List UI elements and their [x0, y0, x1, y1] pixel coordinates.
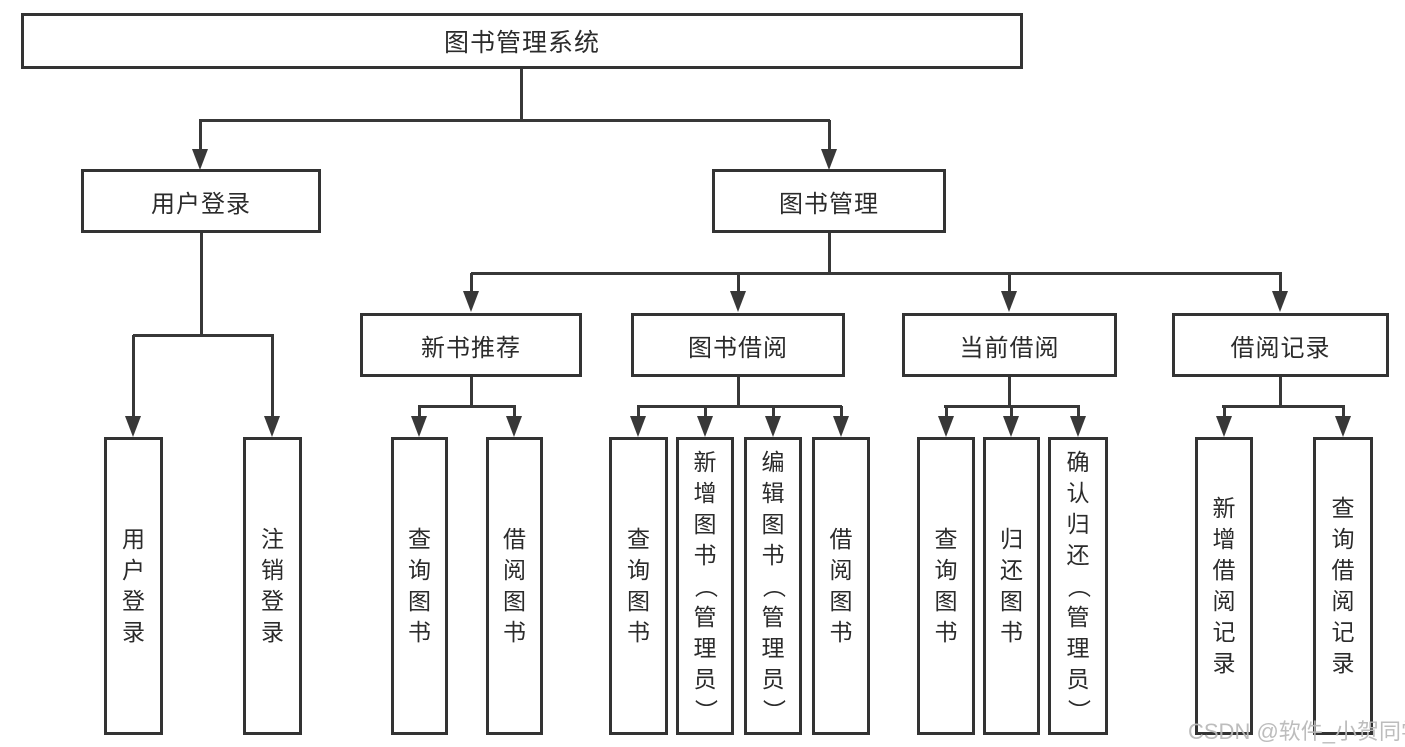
connector-line — [199, 233, 203, 337]
leaf-confirm-return-admin-label: 确认归还（管理员） — [1065, 448, 1092, 722]
arrowhead-down-icon — [630, 416, 646, 437]
connector-line — [637, 404, 842, 408]
leaf-add-books-admin: 新增图书（管理员） — [676, 437, 734, 735]
connector-line — [771, 406, 775, 419]
arrowhead-down-icon — [1003, 416, 1019, 437]
leaf-return-books: 归还图书 — [983, 437, 1040, 735]
leaf-add-books-admin-label: 新增图书（管理员） — [692, 448, 719, 722]
node-new-book-recommend: 新书推荐 — [360, 313, 582, 377]
connector-line — [513, 406, 516, 419]
leaf-current-query-books-label: 查询图书 — [934, 526, 958, 645]
node-borrow-records: 借阅记录 — [1172, 313, 1389, 377]
connector-line — [1076, 406, 1080, 419]
leaf-borrow-books: 借阅图书 — [812, 437, 870, 735]
arrowhead-down-icon — [1069, 416, 1086, 437]
connector-line — [198, 120, 202, 152]
leaf-confirm-return-admin: 确认归还（管理员） — [1048, 437, 1108, 735]
leaf-user-login-label: 用户登录 — [122, 526, 145, 645]
node-book-borrow-label: 图书借阅 — [688, 334, 788, 362]
leaf-newbooks-query-books: 查询图书 — [391, 437, 448, 735]
connector-line — [1341, 406, 1345, 419]
leaf-borrow-query-books-label: 查询图书 — [627, 526, 650, 645]
leaf-logout-label: 注销登录 — [261, 526, 284, 645]
connector-line — [199, 118, 830, 122]
connector-line — [133, 333, 274, 337]
connector-line — [1222, 404, 1345, 408]
leaf-edit-books-admin-label: 编辑图书（管理员） — [760, 448, 787, 722]
node-borrow-records-label: 借阅记录 — [1230, 334, 1331, 362]
leaf-borrow-query-books: 查询图书 — [609, 437, 668, 735]
node-book-management-label: 图书管理 — [779, 190, 879, 218]
connector-line — [827, 231, 831, 274]
connector-line — [839, 406, 843, 419]
arrowhead-down-icon — [820, 149, 837, 170]
node-book-management: 图书管理 — [712, 169, 946, 233]
arrowhead-down-icon — [696, 416, 713, 437]
arrowhead-down-icon — [191, 149, 208, 170]
connector-line — [736, 273, 740, 294]
connector-line — [1008, 273, 1011, 294]
leaf-user-login: 用户登录 — [104, 437, 163, 735]
arrowhead-down-icon — [1334, 416, 1351, 437]
arrowhead-down-icon — [264, 416, 280, 437]
connector-line — [827, 120, 831, 152]
connector-line — [471, 271, 1282, 275]
connector-line — [271, 335, 274, 420]
connector-line — [418, 406, 421, 419]
node-current-borrow: 当前借阅 — [902, 313, 1117, 377]
node-library-management-system-label: 图书管理系统 — [443, 29, 600, 57]
connector-line — [519, 69, 523, 121]
leaf-add-borrow-record: 新增借阅记录 — [1195, 437, 1253, 735]
connector-line — [703, 406, 707, 419]
leaf-return-books-label: 归还图书 — [1000, 526, 1023, 645]
watermark: CSDN @软件_小贺同学 — [1188, 719, 1405, 744]
arrowhead-down-icon — [1272, 291, 1288, 312]
connector-line — [944, 406, 948, 419]
connector-line — [469, 273, 473, 294]
arrowhead-down-icon — [1001, 291, 1017, 312]
connector-line — [1010, 406, 1013, 419]
connector-line — [132, 335, 135, 420]
connector-line — [469, 377, 473, 407]
node-new-book-recommend-label: 新书推荐 — [421, 334, 521, 362]
leaf-logout: 注销登录 — [243, 437, 302, 735]
leaf-query-borrow-record-label: 查询借阅记录 — [1331, 495, 1355, 676]
leaf-add-borrow-record-label: 新增借阅记录 — [1212, 495, 1236, 676]
leaf-edit-books-admin: 编辑图书（管理员） — [744, 437, 802, 735]
arrowhead-down-icon — [462, 291, 479, 312]
arrowhead-down-icon — [506, 416, 522, 437]
arrowhead-down-icon — [832, 416, 849, 437]
arrowhead-down-icon — [1215, 416, 1232, 437]
connector-line — [637, 406, 640, 419]
node-current-borrow-label: 当前借阅 — [959, 334, 1060, 362]
leaf-newbooks-borrow-books: 借阅图书 — [486, 437, 543, 735]
connector-line — [736, 377, 740, 407]
connector-line — [418, 404, 516, 408]
leaf-newbooks-query-books-label: 查询图书 — [408, 526, 431, 645]
connector-line — [1008, 377, 1011, 407]
node-library-management-system: 图书管理系统 — [21, 13, 1023, 69]
arrowhead-down-icon — [125, 416, 141, 437]
node-user-login: 用户登录 — [81, 169, 321, 233]
leaf-query-borrow-record: 查询借阅记录 — [1313, 437, 1373, 735]
arrowhead-down-icon — [764, 416, 781, 437]
node-book-borrow: 图书借阅 — [631, 313, 845, 377]
arrowhead-down-icon — [411, 416, 427, 437]
leaf-current-query-books: 查询图书 — [917, 437, 975, 735]
arrowhead-down-icon — [729, 291, 746, 312]
connector-line — [1222, 406, 1226, 419]
leaf-newbooks-borrow-books-label: 借阅图书 — [503, 526, 526, 645]
connector-line — [1279, 273, 1282, 294]
node-user-login-label: 用户登录 — [151, 190, 251, 218]
leaf-borrow-books-label: 借阅图书 — [829, 526, 853, 645]
connector-line — [1279, 377, 1282, 407]
arrowhead-down-icon — [937, 416, 954, 437]
